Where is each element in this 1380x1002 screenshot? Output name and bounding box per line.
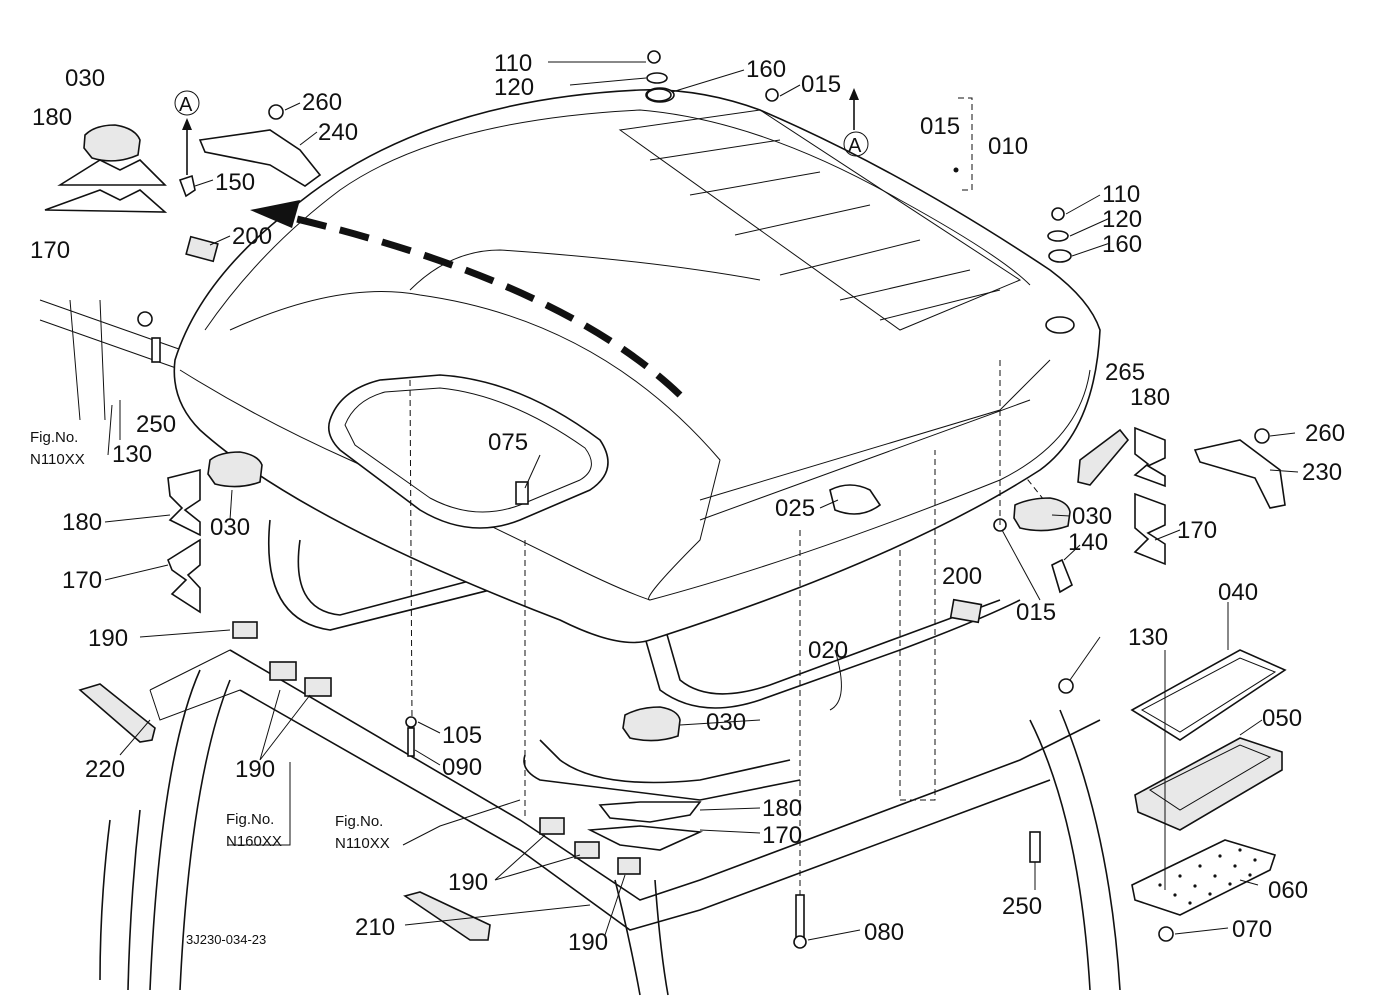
roof-panel (173, 87, 1101, 644)
callout-180-right: 180 (1130, 384, 1170, 411)
callout-210: 210 (355, 914, 395, 941)
callout-265: 265 (1105, 359, 1145, 386)
callout-190-bottom-mid: 190 (448, 869, 488, 896)
section-marker-right: A (848, 135, 862, 157)
callout-110-right: 110 (1102, 181, 1140, 208)
callout-160-right: 160 (1102, 231, 1142, 258)
callout-080: 080 (864, 919, 904, 946)
callout-025: 025 (775, 495, 815, 522)
cab-frame (39, 299, 1121, 996)
callout-170-right-mid: 170 (1177, 517, 1217, 544)
callout-050: 050 (1262, 705, 1302, 732)
callout-030-bottom: 030 (706, 709, 746, 736)
callout-040: 040 (1218, 579, 1258, 606)
cap-030-c (1013, 497, 1071, 532)
callout-260-right: 260 (1305, 420, 1345, 447)
callout-170-top-left: 170 (30, 237, 70, 264)
callouts: 030 180 170 150 260 240 200 130 250 110 … (30, 50, 1345, 956)
callout-070: 070 (1232, 916, 1272, 943)
cap-030-b (207, 451, 263, 488)
section-marker-left: A (179, 94, 193, 116)
callout-230: 230 (1302, 459, 1342, 486)
callout-190-mid-left: 190 (235, 756, 275, 783)
callout-170-left-mid: 170 (62, 567, 102, 594)
callout-250-left: 250 (136, 411, 176, 438)
callout-075: 075 (488, 429, 528, 456)
callout-200-left: 200 (232, 223, 272, 250)
callout-120-right: 120 (1102, 206, 1142, 233)
callout-220: 220 (85, 756, 125, 783)
callout-015-top: 015 (801, 71, 841, 98)
callout-130-right: 130 (1128, 624, 1168, 651)
document-number: 3J230-034-23 (186, 932, 266, 947)
callout-130-left: 130 (112, 441, 152, 468)
callout-140: 140 (1068, 529, 1108, 556)
fig-ref-mid-line2: N160XX (226, 833, 282, 850)
leader-lines (104, 61, 1299, 941)
callout-010: 010 (988, 133, 1028, 160)
callout-030-left-mid: 030 (210, 514, 250, 541)
fig-ref-bottom-line2: N110XX (335, 835, 390, 852)
callout-200-right: 200 (942, 563, 982, 590)
callout-105: 105 (442, 722, 482, 749)
callout-180-left-mid: 180 (62, 509, 102, 536)
callout-030-right-mid: 030 (1072, 503, 1112, 530)
callout-015-mid: 015 (1016, 599, 1056, 626)
callout-240: 240 (318, 119, 358, 146)
callout-170-bottom: 170 (762, 822, 802, 849)
small-parts (44, 50, 1287, 949)
callout-180-top-left: 180 (32, 104, 72, 131)
fig-ref-left-line1: Fig.No. (30, 429, 78, 446)
callout-090: 090 (442, 754, 482, 781)
callout-120-top: 120 (494, 74, 534, 101)
cap-030-d (622, 706, 681, 742)
callout-020: 020 (808, 637, 848, 664)
callout-150: 150 (215, 169, 255, 196)
callout-015-bracket: 015 (920, 113, 960, 140)
callout-180-bottom: 180 (762, 795, 802, 822)
callout-250-right: 250 (1002, 893, 1042, 920)
fig-ref-bottom-line1: Fig.No. (335, 813, 383, 830)
callout-030-top-left: 030 (65, 65, 105, 92)
callout-110-top: 110 (494, 50, 532, 77)
callout-160-top: 160 (746, 56, 786, 83)
callout-060: 060 (1268, 877, 1308, 904)
callout-190-left: 190 (88, 625, 128, 652)
cap-030-a (83, 124, 141, 162)
fig-ref-left-line2: N110XX (30, 451, 85, 468)
callout-190-bottom: 190 (568, 929, 608, 956)
fig-ref-mid-line1: Fig.No. (226, 811, 274, 828)
callout-260-top-left: 260 (302, 89, 342, 116)
